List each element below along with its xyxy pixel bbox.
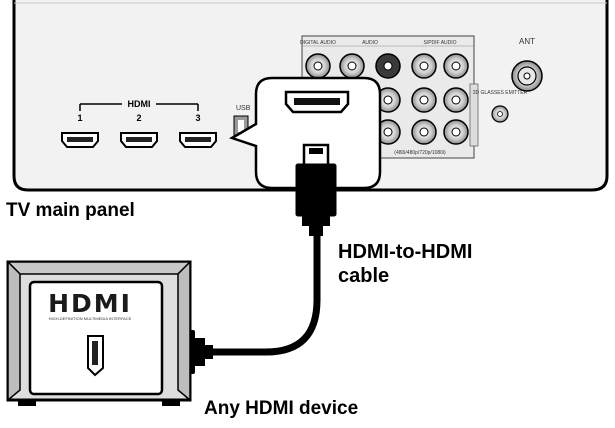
callout-hdmi-port-icon [284, 90, 350, 114]
hdmi-cable-label-line1: HDMI-to-HDMI [338, 241, 473, 263]
digital-audio-label: DIGITAL AUDIO [300, 40, 336, 46]
hdmi-logo: HDMI HIGH-DEFINITION MULTIMEDIA INTERFAC… [44, 289, 148, 321]
hdmi-cable-label: HDMI-to-HDMI cable [338, 240, 472, 288]
hdmi-port-2-icon[interactable] [120, 132, 158, 148]
hdmi-device-label: Any HDMI device [204, 398, 359, 419]
hdmi-port-3-icon[interactable] [179, 132, 217, 148]
component-resolution-label: (480i/480p/720p/1080i) [394, 150, 446, 156]
emitter-jack-icon[interactable] [491, 105, 509, 123]
hdmi-port-1-label: 1 [77, 113, 82, 123]
rca-jacks-top-row[interactable] [305, 53, 469, 79]
device-hdmi-port-icon[interactable] [87, 335, 104, 377]
hdmi-plug-top-icon [295, 143, 337, 236]
hdmi-port-1-icon[interactable] [61, 132, 99, 148]
audio-label: AUDIO [362, 40, 378, 46]
hdmi-cable-label-line2: cable [338, 265, 390, 287]
hdmi-device-box [6, 260, 192, 406]
tv-main-panel-label: TV main panel [6, 200, 135, 221]
ant-label: ANT [519, 37, 535, 46]
rca-jacks-bottom-row[interactable] [375, 119, 469, 145]
hdmi-logo-text: HDMI [48, 289, 132, 318]
hdmi-logo-tagline: HIGH-DEFINITION MULTIMEDIA INTERFACE [49, 316, 132, 321]
emitter-label: 3D GLASSES EMITTER [473, 90, 528, 96]
antenna-jack-icon[interactable] [511, 60, 543, 92]
hdmi-port-2-label: 2 [136, 113, 141, 123]
hdmi-group-label: HDMI [128, 99, 151, 109]
spdif-label: S/PDIF AUDIO [423, 40, 456, 46]
hdmi-cable [202, 228, 321, 356]
usb-label: USB [236, 105, 251, 112]
hdmi-port-3-label: 3 [195, 113, 200, 123]
rca-jacks-middle-row[interactable] [375, 87, 469, 113]
hdmi-group-bracket [79, 97, 199, 111]
